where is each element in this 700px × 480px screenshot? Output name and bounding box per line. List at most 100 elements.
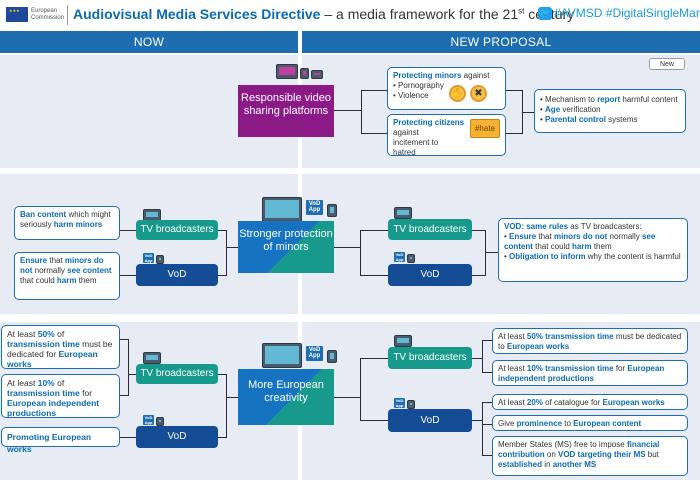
connector [120,437,136,438]
list-item: Ensure that minors do not normally see c… [504,232,682,252]
connector [482,402,492,403]
tablet-icon [327,204,337,217]
connector [522,112,534,113]
connector [472,230,485,231]
connector [128,339,129,396]
connector [361,90,387,91]
tv-icon [143,352,161,364]
connector [218,374,226,375]
hashtags: #AVMSD #DigitalSingleMarket [554,6,700,20]
vod-rules-box: VOD: same rules as TV broadcasters: Ensu… [498,218,688,282]
promoting-european-works-box: Promoting European works [1,427,120,454]
tablet-icon [327,350,337,363]
laptop-icon [276,64,298,79]
tv-icon [394,207,412,219]
european-creativity-box: More European creativity [238,369,334,425]
connector [361,90,362,134]
connector [334,110,361,111]
connector [360,275,388,276]
phone-icon [407,254,415,263]
connector [120,275,136,276]
hand-stop-icon: ✋ [449,85,466,102]
hate-speech-bubble-icon: #hate [470,119,500,138]
connector [360,230,388,231]
vod-label: VoD [136,426,218,448]
twitter-icon: 🐦 [538,7,552,20]
financial-contribution-box: Member States (MS) free to impose financ… [492,436,688,476]
connector [334,247,360,248]
catalogue-20-box: At least 20% of catalogue for European w… [492,394,688,410]
phone-icon [156,417,164,426]
connector [472,358,482,359]
header-divider [67,5,68,25]
connector [482,455,492,456]
connector [482,424,492,425]
connector [218,230,226,231]
connector [226,374,227,438]
tv-icon [262,197,302,222]
connector [482,402,483,456]
stronger-protection-box: Stronger protection of minors [238,221,334,273]
connector [226,230,227,276]
column-header-now: NOW [0,31,298,53]
phone-icon [300,68,309,79]
list-item: Obligation to inform why the content is … [504,252,682,262]
responsible-platforms-box: Responsible video sharing platforms [238,85,334,137]
tablet-icon [311,70,323,79]
tv-broadcasters-label: TV broadcasters [388,219,472,240]
transmission-50-box: At least 50% of transmission time must b… [1,325,120,369]
connector [482,340,492,341]
vod-label: VoD [388,264,472,286]
connector [218,437,226,438]
connector [128,374,136,375]
new-transmission-50-box: At least 50% transmission time must be d… [492,328,688,354]
tv-broadcasters-label: TV broadcasters [136,220,218,240]
connector [472,420,482,421]
ensure-minors-box: Ensure that minors do not normally see c… [14,252,120,300]
protecting-minors-box: Protecting minors against Pornography Vi… [387,67,506,110]
connector [360,420,388,421]
column-header-new: NEW PROPOSAL [302,31,700,53]
list-item: Parental control systems [540,115,680,125]
connector [506,90,522,91]
tv-icon [394,335,412,347]
vod-label: VoD [136,264,218,286]
connector [485,230,486,276]
tv-icon [262,343,302,368]
vod-label: VoD [388,409,472,432]
connector [482,372,492,373]
eu-flag-logo [6,7,28,22]
tv-broadcasters-label: TV broadcasters [388,347,472,369]
tv-broadcasters-label: TV broadcasters [136,364,218,384]
list-item: Age verification [540,105,680,115]
connector [506,133,522,134]
connector [360,358,361,421]
transmission-10-box: At least 10% of transmission time for Eu… [1,374,120,418]
prominence-box: Give prominence to European content [492,415,688,431]
phone-icon [156,255,164,264]
connector [120,230,136,231]
new-transmission-10-box: At least 10% transmission time for Europ… [492,360,688,386]
list-item: Pornography [393,81,500,91]
connector [361,133,387,134]
connector [360,358,388,359]
connector [226,247,238,248]
connector [472,275,485,276]
no-violence-icon: ✖ [470,85,487,102]
connector [482,340,483,373]
ban-content-box: Ban content which might seriously harm m… [14,206,120,240]
connector [334,397,360,398]
page-title: Audiovisual Media Services Directive – a… [73,6,574,22]
connector [120,339,128,340]
connector [218,275,226,276]
connector [360,230,361,276]
connector [226,397,238,398]
header-bar [0,0,700,30]
new-badge: New [649,58,685,70]
phone-icon [407,400,415,409]
